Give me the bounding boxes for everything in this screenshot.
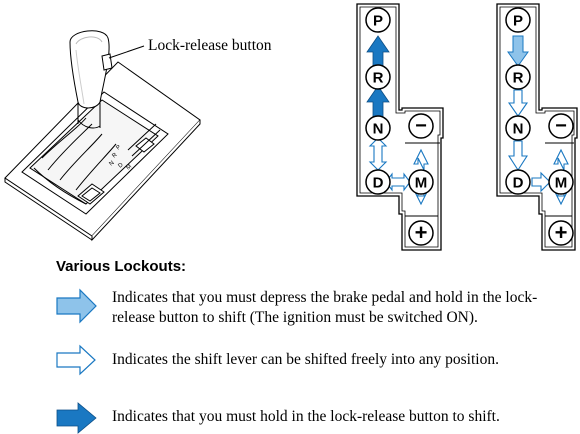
gate-position-p bbox=[505, 7, 531, 33]
legend-button-arrow-icon bbox=[56, 402, 97, 434]
console-letter: D bbox=[117, 162, 125, 170]
gate-position-d bbox=[365, 169, 391, 195]
legend-text-free: Indicates the shift lever can be shifted… bbox=[112, 351, 499, 368]
shift-lever-illustration bbox=[4, 30, 201, 242]
gate-minus bbox=[408, 113, 434, 139]
legend-text-button: Indicates that you must hold in the lock… bbox=[112, 408, 500, 425]
gate-label-d: D bbox=[513, 175, 524, 192]
gate-label-plus: + bbox=[555, 220, 568, 245]
console-dial-letters: P R N D M bbox=[108, 144, 133, 171]
lockouts-heading: Various Lockouts: bbox=[56, 258, 187, 275]
free-arrows bbox=[368, 137, 429, 206]
gate-label-m: M bbox=[555, 175, 568, 192]
console-letter: N bbox=[108, 160, 115, 167]
gate-plus bbox=[408, 220, 434, 246]
gate-label-p: P bbox=[373, 13, 383, 30]
gate-label-p: P bbox=[513, 13, 523, 30]
gate-label-m: M bbox=[415, 175, 428, 192]
label-leader-line bbox=[108, 45, 145, 59]
gate-plus bbox=[548, 220, 574, 246]
gate-label-n: N bbox=[373, 121, 384, 138]
console-letter: P bbox=[115, 144, 122, 151]
gate-position-d bbox=[505, 169, 531, 195]
gate-position-n bbox=[505, 115, 531, 141]
lock-release-label: Lock-release button bbox=[148, 37, 272, 54]
console-letter: M bbox=[125, 164, 133, 172]
gate-position-r bbox=[505, 64, 531, 90]
gate-label-minus: − bbox=[415, 115, 427, 137]
legend-text-brake: Indicates that you must depress the brak… bbox=[112, 289, 538, 326]
gate-label-plus: + bbox=[415, 220, 428, 245]
gate-label-minus: − bbox=[555, 115, 567, 137]
shift-gate-left: P R N D M − + bbox=[356, 3, 444, 251]
gate-position-p bbox=[365, 7, 391, 33]
gate-position-n bbox=[365, 115, 391, 141]
gate-label-r: R bbox=[373, 70, 384, 87]
gate-minus bbox=[548, 113, 574, 139]
console-letter: R bbox=[111, 152, 119, 160]
legend-free-arrow-icon bbox=[56, 344, 96, 376]
gate-position-r bbox=[365, 64, 391, 90]
gate-label-r: R bbox=[513, 70, 524, 87]
gate-position-m bbox=[548, 169, 574, 195]
gate-position-m bbox=[408, 169, 434, 195]
gate-label-n: N bbox=[513, 121, 524, 138]
gate-label-d: D bbox=[373, 175, 384, 192]
shift-gate-right: P R N D M − + bbox=[496, 3, 578, 251]
legend-brake-arrow-icon bbox=[56, 288, 97, 324]
brake-and-button-arrow bbox=[507, 35, 529, 67]
